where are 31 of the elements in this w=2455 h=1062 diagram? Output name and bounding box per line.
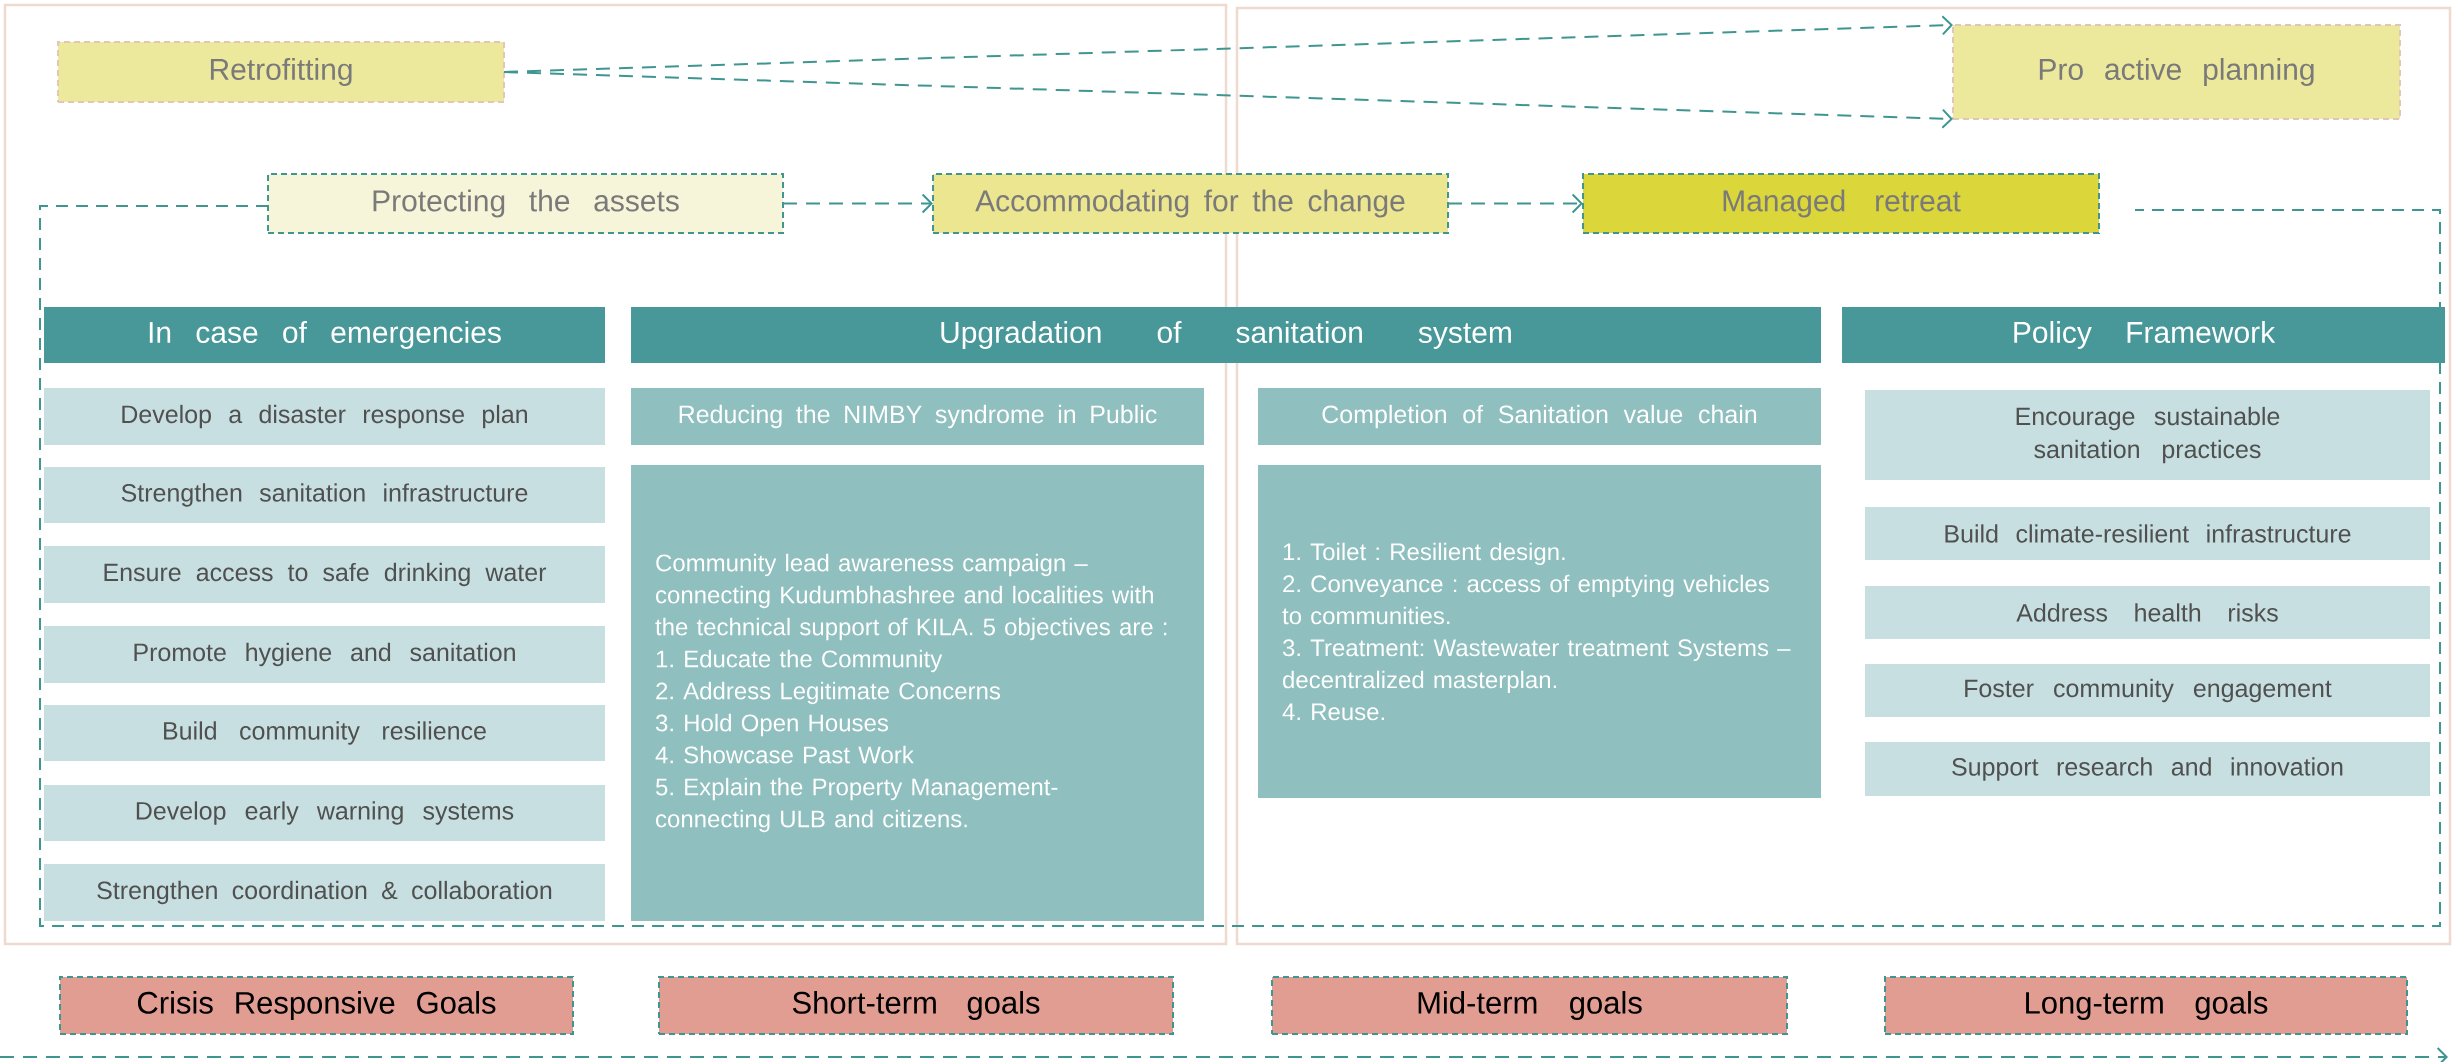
goal-box: Long-term goals xyxy=(1884,976,2408,1035)
goal-box: Mid-term goals xyxy=(1271,976,1788,1035)
subheader-box: Completion of Sanitation value chain xyxy=(1258,388,1821,445)
item-box: Support research and innovation xyxy=(1865,742,2430,796)
goal-box: Crisis Responsive Goals xyxy=(59,976,574,1035)
strategy-box: Accommodating for the change xyxy=(932,173,1449,234)
item-box: Build community resilience xyxy=(44,705,605,761)
item-box: Ensure access to safe drinking water xyxy=(44,546,605,603)
item-box: Develop early warning systems xyxy=(44,785,605,841)
strategy-box: Protecting the assets xyxy=(267,173,784,234)
item-box: Foster community engagement xyxy=(1865,664,2430,717)
header-bar: Policy Framework xyxy=(1842,307,2445,363)
strategy-box: Managed retreat xyxy=(1582,173,2100,234)
subheader-box: Reducing the NIMBY syndrome in Public xyxy=(631,388,1204,445)
text-panel: 1. Toilet : Resilient design. 2. Conveyance : access of emptying vehicles to communities. 3. Treatment: Wastewater treatment Systems – decentralized masterplan. 4. Reuse. xyxy=(1258,465,1821,798)
strategy-box: Retrofitting xyxy=(57,41,505,103)
header-bar: In case of emergencies xyxy=(44,307,605,363)
item-box: Strengthen coordination & collaboration xyxy=(44,864,605,921)
item-box: Build climate-resilient infrastructure xyxy=(1865,507,2430,560)
item-box: Develop a disaster response plan xyxy=(44,388,605,445)
strategy-box: Pro active planning xyxy=(1952,24,2401,120)
arrow xyxy=(1447,193,1583,214)
text-panel: Community lead awareness campaign – connecting Kudumbhashree and localities with the technical support of KILA. 5 objectives are : 1. Educate the Community 2. Address Legitimate Concerns 3. Hold Open Houses 4. Showcase Past Work 5. Explain the Property Management- connecting ULB and citizens. xyxy=(631,465,1204,921)
goal-box: Short-term goals xyxy=(658,976,1174,1035)
header-bar: Upgradation of sanitation system xyxy=(631,307,1821,363)
arrow xyxy=(503,71,1953,129)
item-box: Address health risks xyxy=(1865,586,2430,639)
item-box: Promote hygiene and sanitation xyxy=(44,626,605,683)
arrow xyxy=(782,193,933,214)
item-box: Strengthen sanitation infrastructure xyxy=(44,467,605,523)
item-box: Encourage sustainable sanitation practices xyxy=(1865,390,2430,480)
